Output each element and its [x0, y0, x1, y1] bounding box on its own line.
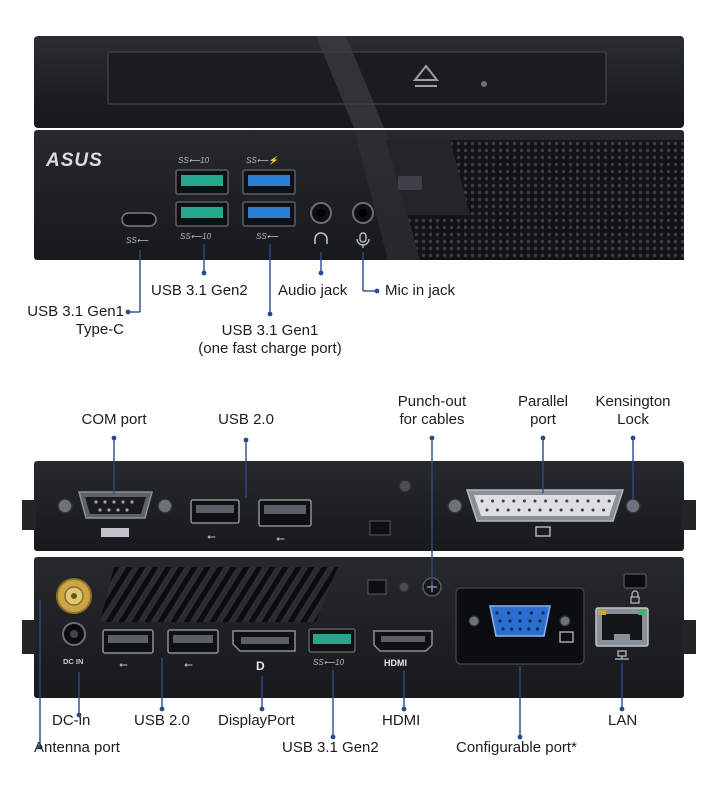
label-mic-in-jack: Mic in jack [385, 282, 456, 299]
diagonal-accent [316, 36, 384, 128]
label-antenna-port: Antenna port [34, 739, 120, 756]
rear-vent-slots [100, 567, 338, 622]
power-button-icon[interactable] [398, 176, 422, 190]
lock-icon [630, 590, 640, 604]
front-usb-gen2-ports[interactable] [175, 169, 229, 227]
vga-configurable-port[interactable] [468, 605, 571, 637]
label-punch-out: Punch-out for cables [397, 393, 467, 428]
label-usb31-gen1-type-c: USB 3.1 Gen1 Type-C [27, 303, 124, 338]
front-view: ASUS SS⟵10 SS⟵⚡ SS⟵10 SS⟵ SS⟵ [34, 36, 684, 260]
usb-gen1-mark: SS⟵ [256, 232, 279, 241]
vent-tab [386, 140, 470, 215]
front-usb-gen1-ports[interactable] [242, 169, 296, 227]
kensington-lock-slot[interactable] [623, 573, 647, 589]
rear-leader-lines [37, 435, 636, 750]
label-com-port: COM port [81, 411, 147, 428]
label-kensington-lock: Kensington Lock [595, 393, 671, 428]
rear-usb20-ports-top[interactable]: ⭠ ⭠ [190, 499, 312, 545]
type-c-mark: SS⟵ [126, 236, 149, 245]
label-parallel-port: Parallel port [517, 393, 569, 428]
punch-out-bracket [369, 520, 391, 536]
microphone-icon [356, 232, 370, 248]
usb-fastcharge-mark: SS⟵⚡ [246, 155, 279, 165]
rear-drive-panel [34, 461, 684, 551]
rear-usb31-gen2-port[interactable] [308, 628, 356, 653]
label-usb20-bottom: USB 2.0 [134, 712, 190, 729]
label-displayport: DisplayPort [218, 712, 295, 729]
label-usb31-gen1-fast-charge: USB 3.1 Gen1 (one fast charge port) [198, 322, 342, 357]
displayport-icon: D [256, 659, 265, 673]
usb-icon: ⭠ [276, 532, 285, 545]
parallel-port[interactable] [465, 489, 625, 537]
lan-port[interactable] [595, 607, 649, 647]
label-usb31-gen2-rear: USB 3.1 Gen2 [282, 739, 379, 756]
com-port[interactable] [78, 491, 153, 537]
hdmi-port[interactable] [373, 630, 433, 652]
label-hdmi: HDMI [382, 712, 421, 729]
usb-gen2-mark-bottom: SS⟵10 [180, 232, 212, 241]
rear-top-view: ⭠ ⭠ [22, 461, 696, 551]
usb-gen2-mark-top: SS⟵10 [178, 156, 210, 165]
network-icon [615, 650, 629, 660]
label-usb20-top: USB 2.0 [218, 411, 274, 428]
rear-bottom-view: DC IN ⭠ ⭠ D SS⟵10 HDMI [22, 557, 696, 698]
usb-icon: ⭠ [184, 658, 193, 671]
usb-icon: ⭠ [119, 658, 128, 671]
label-usb31-gen2-front: USB 3.1 Gen2 [151, 282, 248, 299]
usb-gen2-mark-rear: SS⟵10 [313, 658, 345, 667]
brand-logo: ASUS [45, 150, 103, 171]
eject-icon[interactable] [412, 64, 440, 81]
usb-icon: ⭠ [207, 530, 216, 543]
audio-jack[interactable] [310, 202, 332, 224]
dc-in-port[interactable] [62, 622, 86, 646]
hdmi-mark: HDMI [384, 658, 407, 668]
displayport-port[interactable] [232, 630, 296, 652]
monitor-icon [559, 631, 574, 643]
drive-led-icon [481, 81, 487, 87]
front-leader-lines [125, 244, 380, 317]
label-lan: LAN [608, 712, 638, 729]
rear-screws-top [57, 498, 641, 514]
printer-icon [535, 526, 551, 537]
usb-type-c-port[interactable] [121, 212, 157, 227]
label-dc-in: DC-in [52, 712, 91, 729]
punch-out-screw [398, 479, 412, 493]
label-configurable-port: Configurable port* [456, 739, 577, 756]
front-vent-grille [386, 140, 684, 260]
rear-square-cutout [367, 579, 387, 595]
dc-in-mark: DC IN [63, 657, 83, 666]
headphone-icon [314, 232, 328, 244]
mic-jack[interactable] [352, 202, 374, 224]
antenna-port[interactable] [56, 578, 92, 614]
rear-usb20-ports-bottom[interactable]: ⭠ ⭠ [102, 629, 219, 671]
label-audio-jack: Audio jack [278, 282, 348, 299]
rear-screw [398, 581, 410, 593]
